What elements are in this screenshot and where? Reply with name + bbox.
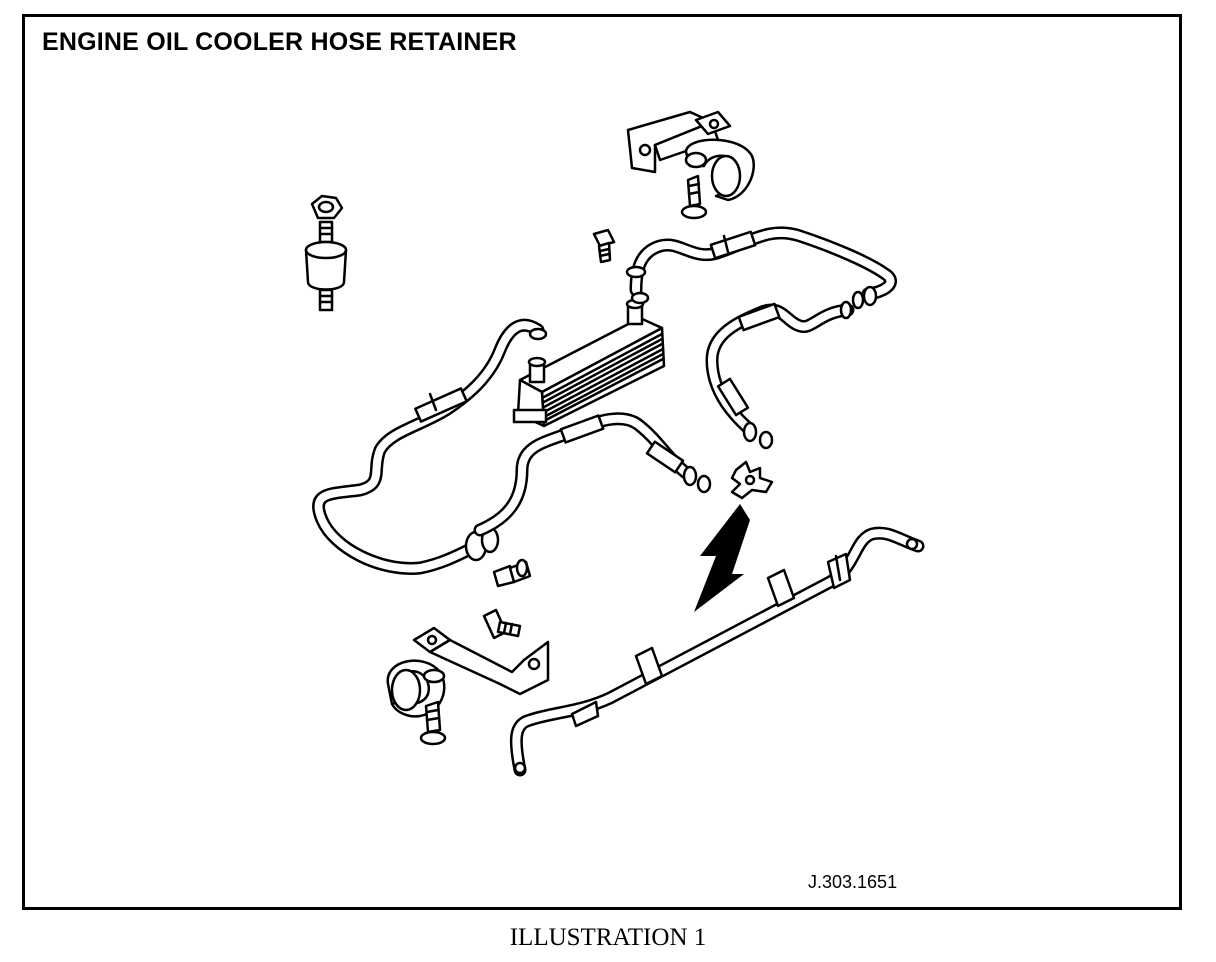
diagram-title: ENGINE OIL COOLER HOSE RETAINER bbox=[42, 28, 517, 56]
middle-hose bbox=[473, 412, 712, 537]
illustration-frame bbox=[22, 14, 1182, 910]
fitting-direction-arrow bbox=[694, 504, 750, 612]
lower-bracket-bolt bbox=[482, 608, 522, 640]
middle-right-hose bbox=[705, 300, 855, 450]
illustration-caption: ILLUSTRATION 1 bbox=[509, 924, 707, 951]
cooler-bolt bbox=[592, 228, 616, 264]
reference-code: J.303.1651 bbox=[808, 872, 898, 892]
hose-retainer-clip bbox=[730, 460, 774, 500]
upper-right-hose bbox=[625, 226, 897, 310]
lower-bracket-clamp bbox=[386, 626, 550, 718]
upper-bracket-clamp bbox=[626, 110, 755, 202]
lower-left-hose bbox=[312, 318, 548, 575]
lower-clamp-bolt bbox=[419, 700, 447, 746]
retainer-rail bbox=[509, 526, 925, 777]
upper-bracket-bolt bbox=[680, 174, 708, 220]
oil-cooler bbox=[512, 298, 666, 428]
isolator-mount bbox=[304, 194, 348, 312]
hose-bolt bbox=[492, 558, 532, 588]
